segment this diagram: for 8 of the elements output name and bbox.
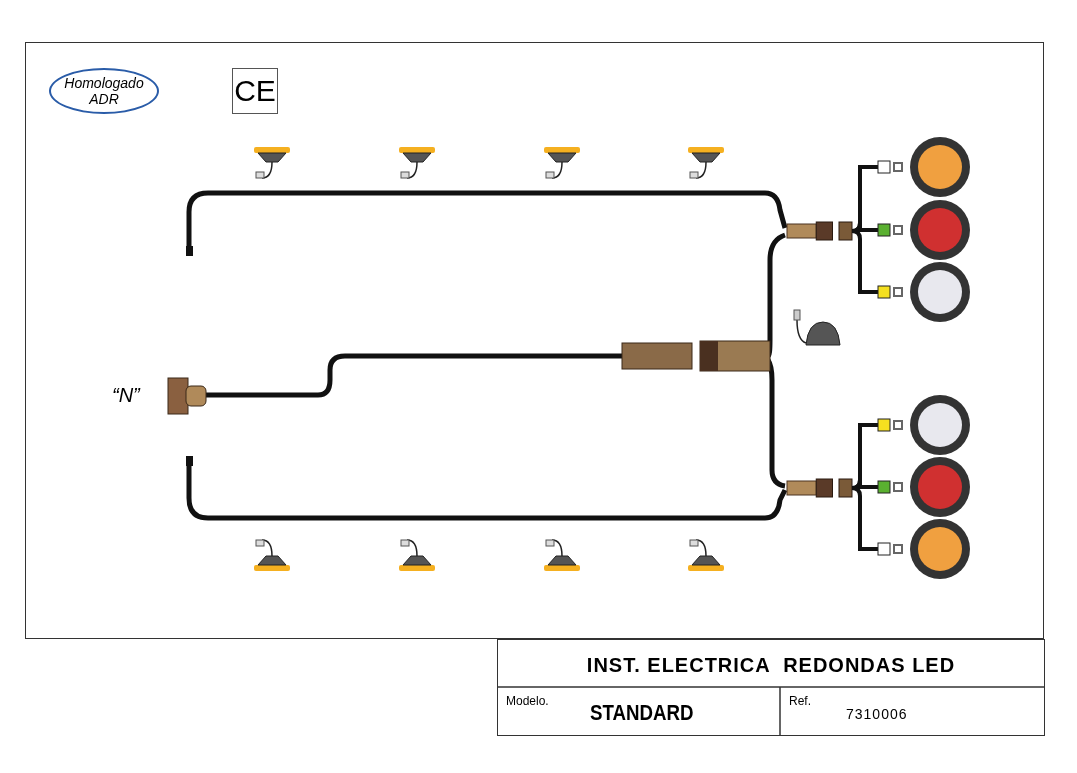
connector-label: “N”: [112, 384, 140, 407]
field-label: Ref.: [789, 694, 811, 708]
field-label: Modelo.: [506, 694, 549, 708]
reference-number: 7310006: [846, 706, 908, 722]
approval-oval: Homologado ADR: [49, 68, 159, 114]
ce-mark: CE: [232, 68, 278, 114]
drawing-title: INST. ELECTRICA REDONDAS LED: [585, 654, 957, 677]
model-value: STANDARD: [590, 700, 694, 726]
